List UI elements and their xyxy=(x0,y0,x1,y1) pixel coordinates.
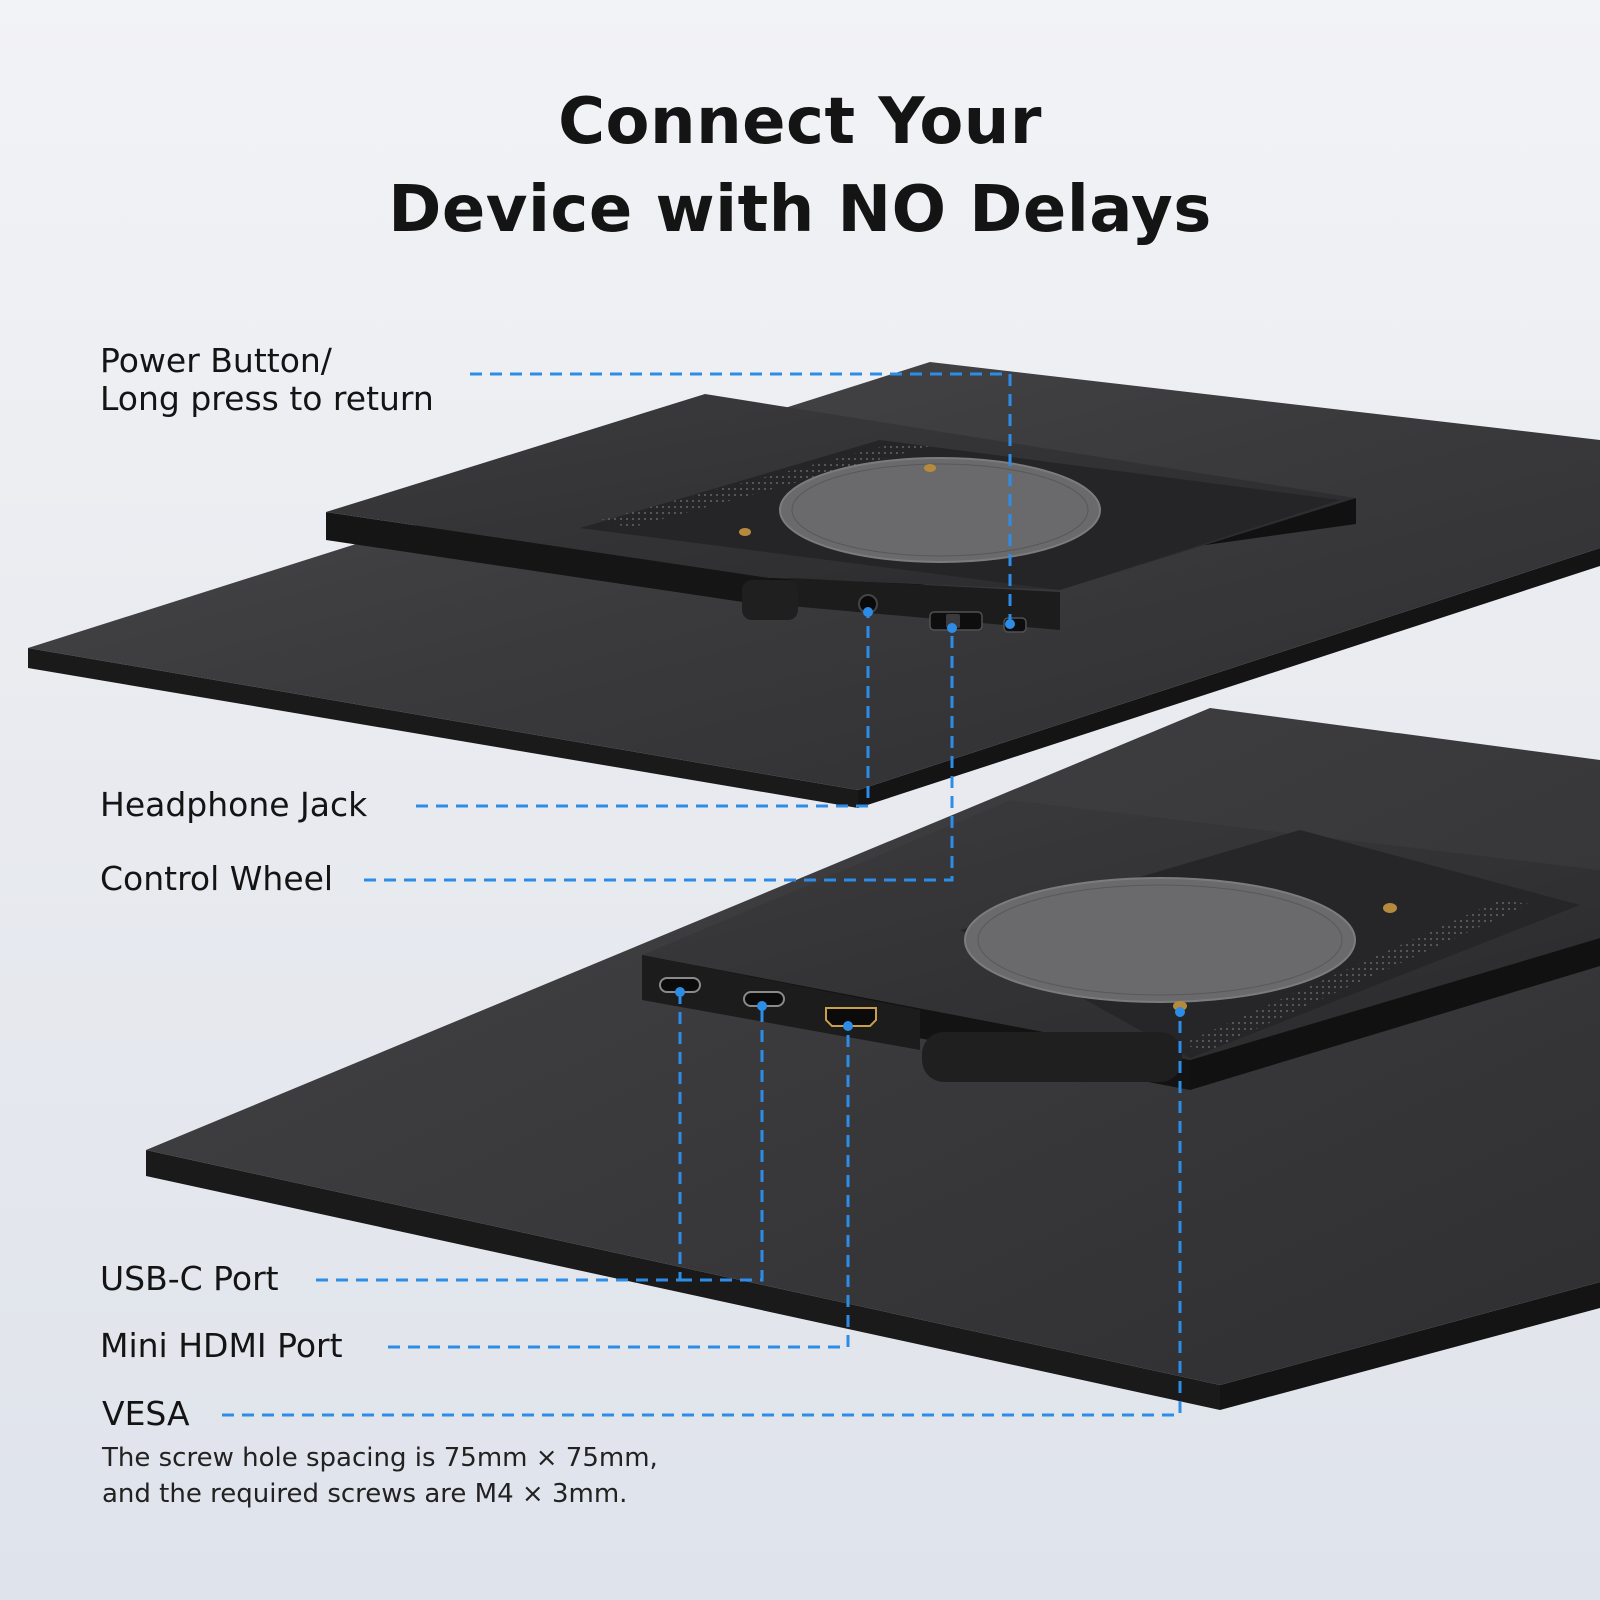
leader-lines xyxy=(222,372,1182,1417)
leader-headphone xyxy=(416,612,870,808)
leader-dots xyxy=(675,607,1185,1031)
bottom-magnetic-ring xyxy=(964,877,1356,1003)
top-magnetic-ring xyxy=(779,457,1101,563)
bottom-speaker-grille xyxy=(1180,900,1530,1050)
leader-power xyxy=(470,372,1012,624)
callout-vesa: VESA xyxy=(102,1394,190,1433)
leader-control-wheel xyxy=(364,628,954,882)
callout-control-wheel: Control Wheel xyxy=(100,859,334,898)
vesa-note-line-2: and the required screws are M4 × 3mm. xyxy=(102,1479,628,1509)
leader-hdmi xyxy=(388,1026,850,1349)
vesa-note-line-1: The screw hole spacing is 75mm × 75mm, xyxy=(102,1443,658,1473)
top-speaker-grille xyxy=(600,442,930,528)
callout-power-line-2: Long press to return xyxy=(100,379,434,418)
callout-usb-c-port: USB-C Port xyxy=(100,1259,279,1298)
vesa-note: The screw hole spacing is 75mm × 75mm, a… xyxy=(102,1440,658,1512)
callout-mini-hdmi-port: Mini HDMI Port xyxy=(100,1326,343,1365)
callout-power-button: Power Button/ Long press to return xyxy=(100,342,434,418)
title-line-1: Connect Your xyxy=(558,85,1042,159)
leader-vesa xyxy=(222,1012,1182,1417)
callout-power-line-1: Power Button/ xyxy=(100,341,332,380)
leader-usbc-2 xyxy=(680,1006,764,1282)
top-monitor xyxy=(28,362,1600,808)
page-title: Connect Your Device with NO Delays xyxy=(0,78,1600,254)
title-line-2: Device with NO Delays xyxy=(388,173,1212,247)
top-monitor-edge xyxy=(28,648,858,808)
mini-hdmi-port-icon xyxy=(825,1007,877,1027)
callout-headphone-jack: Headphone Jack xyxy=(100,785,368,824)
